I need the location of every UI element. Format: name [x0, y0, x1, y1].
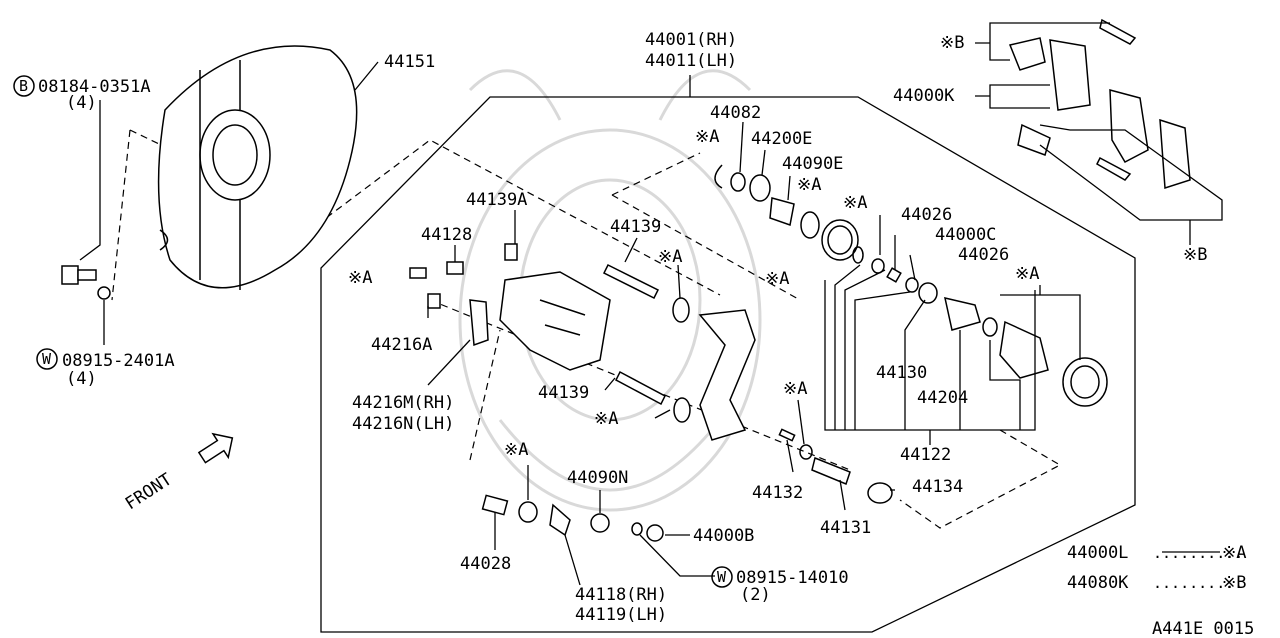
- backing-plate-44151: [157, 45, 358, 290]
- legend-part-1: 44000L: [1067, 543, 1128, 563]
- label-44119: 44119(LH): [575, 605, 667, 625]
- caliper-assembly-outline: [320, 96, 1136, 633]
- label-44128: 44128: [421, 225, 472, 245]
- label-44132: 44132: [752, 483, 803, 503]
- label-44131: 44131: [820, 518, 871, 538]
- label-44011: 44011(LH): [645, 51, 737, 71]
- legend: 44000L .......... ※A 44080K .......... ※…: [1067, 543, 1246, 593]
- ref-a-4: ※A: [843, 193, 867, 213]
- ref-a-8: ※A: [594, 409, 618, 429]
- label-44134: 44134: [912, 477, 963, 497]
- label-44000c: 44000C: [935, 225, 996, 245]
- circle-b-icon: [13, 75, 35, 97]
- caliper-bracket: [499, 271, 756, 441]
- guide-pins: [602, 263, 691, 423]
- label-washer-08915: 08915-2401A: [62, 351, 175, 371]
- watermark: [458, 69, 762, 512]
- label-bolt-08184: 08184-0351A: [38, 77, 151, 97]
- ref-a-10: ※A: [504, 440, 528, 460]
- label-44000k: 44000K: [893, 86, 955, 106]
- label-44090n: 44090N: [567, 468, 628, 488]
- piston-kit-parts: [714, 164, 1108, 407]
- ref-b-2: ※B: [1183, 245, 1207, 265]
- label-44216a: 44216A: [371, 335, 432, 355]
- circle-w-letter-2: W: [717, 568, 727, 586]
- legend-ref-2: ※B: [1222, 573, 1246, 593]
- ref-a-1: ※A: [695, 127, 719, 147]
- label-washer-qty: (4): [66, 369, 97, 389]
- leader-lines: [79, 61, 1220, 586]
- circle-w-letter: W: [42, 350, 52, 368]
- label-washer-08915-14010: 08915-14010: [736, 568, 849, 588]
- ref-a-7: ※A: [765, 269, 789, 289]
- label-44139-bot: 44139: [538, 383, 589, 403]
- label-44001: 44001(RH): [645, 30, 737, 50]
- label-44139a: 44139A: [466, 190, 527, 210]
- label-bolt-qty: (4): [66, 93, 97, 113]
- label-44026-1: 44026: [901, 205, 952, 225]
- label-44204: 44204: [917, 388, 968, 408]
- ref-a-6: ※A: [348, 268, 372, 288]
- ref-a-3: ※A: [658, 247, 682, 267]
- label-44216m: 44216M(RH): [352, 393, 454, 413]
- label-44026-2: 44026: [958, 245, 1009, 265]
- label-washer-2-qty: (2): [740, 585, 771, 605]
- ref-b-1: ※B: [940, 33, 964, 53]
- label-44130: 44130: [876, 363, 927, 383]
- diagram-code: A441E 0015: [1152, 619, 1254, 638]
- piston-kit-bracket: [824, 264, 1081, 445]
- label-44139-top: 44139: [610, 217, 661, 237]
- label-44090e: 44090E: [782, 154, 843, 174]
- label-44028: 44028: [460, 554, 511, 574]
- label-44082: 44082: [710, 103, 761, 123]
- washer-08915: [97, 286, 111, 300]
- bolt-08184: [61, 265, 97, 285]
- brake-pads: [1008, 18, 1191, 190]
- label-44151: 44151: [384, 52, 435, 72]
- ref-a-9: ※A: [783, 379, 807, 399]
- ref-a-5: ※A: [1015, 264, 1039, 284]
- label-44000b: 44000B: [693, 526, 754, 546]
- legend-dots-1: ..........: [1153, 544, 1243, 562]
- legend-part-2: 44080K: [1067, 573, 1129, 593]
- circle-w-icon-2: [711, 566, 733, 588]
- label-44118: 44118(RH): [575, 585, 667, 605]
- circle-w-icon: [36, 348, 58, 370]
- pad-reference-lines: [975, 22, 1223, 245]
- label-44200e: 44200E: [751, 129, 812, 149]
- front-label: FRONT: [122, 470, 176, 515]
- label-44122: 44122: [900, 445, 951, 465]
- ref-a-2: ※A: [797, 175, 821, 195]
- legend-ref-1: ※A: [1222, 543, 1246, 563]
- label-44216n: 44216N(LH): [352, 414, 454, 434]
- front-arrow-icon: [197, 432, 234, 464]
- legend-dots-2: ..........: [1153, 574, 1243, 592]
- circle-b-letter: B: [19, 77, 28, 95]
